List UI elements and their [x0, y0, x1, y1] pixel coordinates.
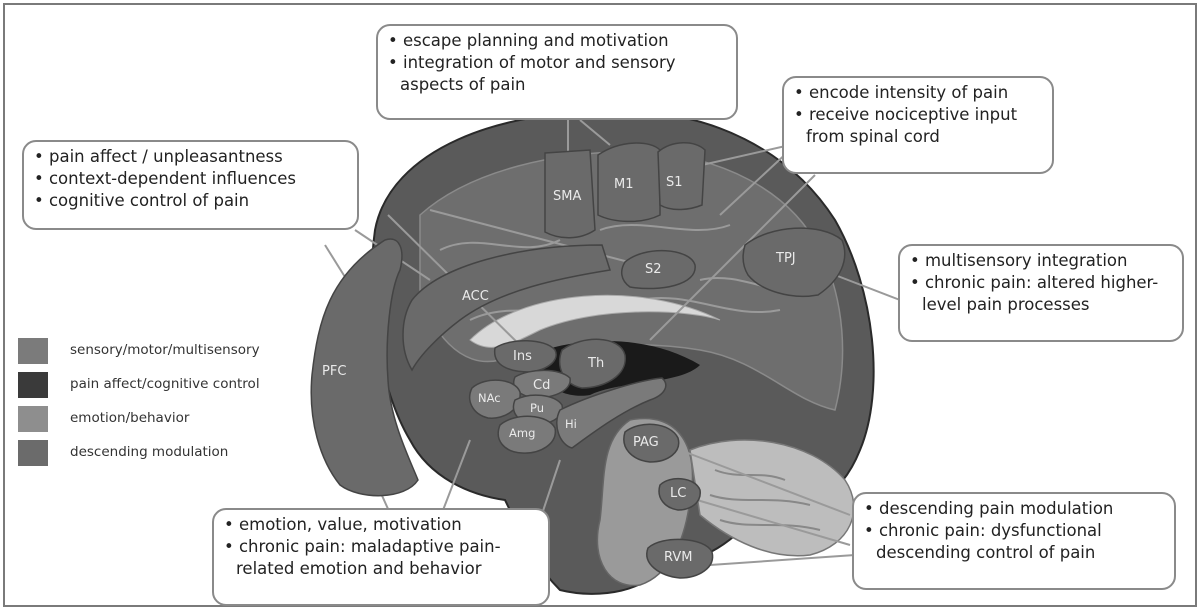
callout-motor-line-1: escape planning and motivation	[388, 30, 726, 52]
callout-emotion-line-2: chronic pain: maladaptive pain-	[224, 536, 538, 558]
callout-emotion-line-1: emotion, value, motivation	[224, 514, 538, 536]
region-m1: M1	[598, 143, 660, 221]
callout-multisensory: multisensory integration chronic pain: a…	[898, 244, 1184, 342]
svg-text:S1: S1	[666, 175, 683, 190]
svg-text:NAc: NAc	[478, 391, 501, 405]
svg-text:LC: LC	[670, 486, 686, 501]
legend-item-sensory: sensory/motor/multisensory	[18, 338, 318, 364]
callout-descending-line-2: chronic pain: dysfunctional	[864, 520, 1164, 542]
callout-multisensory-line-2: chronic pain: altered higher-	[910, 272, 1172, 294]
svg-text:Pu: Pu	[530, 401, 544, 415]
svg-text:Cd: Cd	[533, 378, 550, 393]
legend-label: sensory/motor/multisensory	[70, 342, 260, 358]
callout-sensory-line-2: receive nociceptive input	[794, 104, 1042, 126]
callout-sensory-line-3: from spinal cord	[794, 126, 1042, 148]
svg-text:Th: Th	[587, 356, 604, 371]
legend-item-affect: pain affect/cognitive control	[18, 372, 318, 398]
callout-descending-line-3: descending control of pain	[864, 542, 1164, 564]
callout-motor-line-3: aspects of pain	[388, 74, 726, 96]
legend-label: emotion/behavior	[70, 410, 189, 426]
region-ins: Ins	[495, 341, 556, 372]
callout-multisensory-line-1: multisensory integration	[910, 250, 1172, 272]
callout-emotion-line-3: related emotion and behavior	[224, 558, 538, 580]
svg-text:Amg: Amg	[509, 426, 535, 440]
callout-motor-line-2: integration of motor and sensory	[388, 52, 726, 74]
svg-text:Ins: Ins	[513, 349, 532, 364]
callout-descending-line-1: descending pain modulation	[864, 498, 1164, 520]
region-lc: LC	[659, 479, 700, 510]
legend-label: pain affect/cognitive control	[70, 376, 260, 392]
svg-text:TPJ: TPJ	[775, 251, 796, 266]
callout-prefrontal-line-1: pain affect / unpleasantness	[34, 146, 347, 168]
region-sma: SMA	[545, 150, 595, 238]
callout-prefrontal-line-2: context-dependent influences	[34, 168, 347, 190]
callout-motor: escape planning and motivation integrati…	[376, 24, 738, 120]
svg-text:S2: S2	[645, 262, 662, 277]
legend-label: descending modulation	[70, 444, 228, 460]
legend-swatch	[18, 406, 48, 432]
callout-multisensory-line-3: level pain processes	[910, 294, 1172, 316]
legend-item-descending: descending modulation	[18, 440, 318, 466]
svg-text:ACC: ACC	[462, 289, 489, 304]
callout-sensory-line-1: encode intensity of pain	[794, 82, 1042, 104]
legend-swatch	[18, 440, 48, 466]
svg-text:PFC: PFC	[322, 364, 346, 379]
legend-swatch	[18, 372, 48, 398]
legend-swatch	[18, 338, 48, 364]
svg-text:SMA: SMA	[553, 189, 581, 204]
callout-sensory: encode intensity of pain receive nocicep…	[782, 76, 1054, 174]
callout-prefrontal: pain affect / unpleasantness context-dep…	[22, 140, 359, 230]
svg-text:Hi: Hi	[565, 417, 577, 431]
callout-emotion: emotion, value, motivation chronic pain:…	[212, 508, 550, 606]
svg-text:M1: M1	[614, 177, 634, 192]
region-s1: S1	[658, 143, 705, 210]
svg-text:PAG: PAG	[633, 435, 659, 450]
callout-descending: descending pain modulation chronic pain:…	[852, 492, 1176, 590]
callout-prefrontal-line-3: cognitive control of pain	[34, 190, 347, 212]
legend-item-emotion: emotion/behavior	[18, 406, 318, 432]
svg-text:RVM: RVM	[664, 550, 692, 565]
